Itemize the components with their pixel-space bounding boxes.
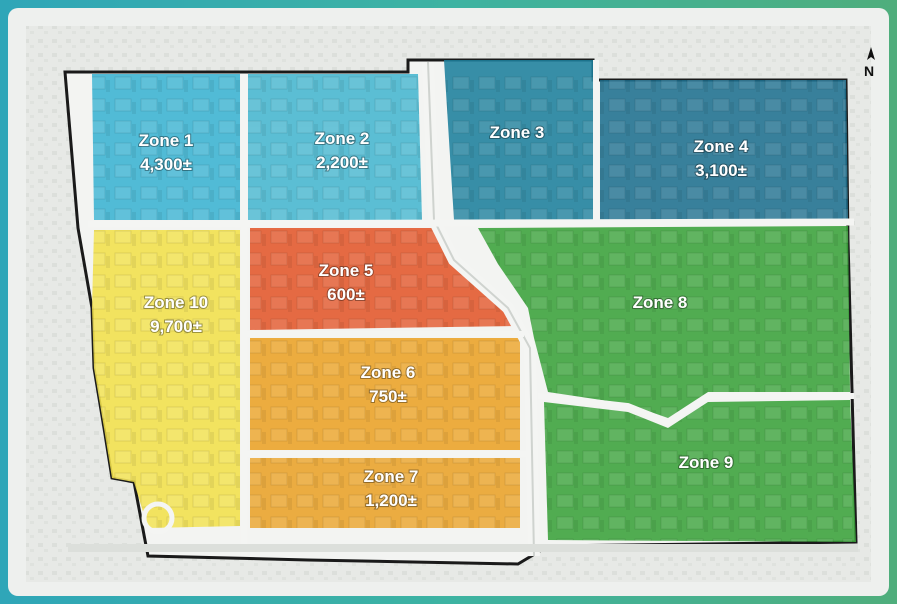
- zone-5-value: 600±: [327, 285, 365, 304]
- curved-road: [537, 393, 854, 426]
- zone-6-value: 750±: [369, 387, 407, 406]
- zone-3-name: Zone 3: [490, 123, 545, 142]
- zone-1-value: 4,300±: [140, 155, 192, 174]
- zone-4-value: 3,100±: [695, 161, 747, 180]
- zone-map: N Zone 1 4,300± Zone 2 2,200± Zone 3 Zon…: [26, 26, 875, 582]
- zone-7-name: Zone 7: [364, 467, 419, 486]
- zone-1-name: Zone 1: [139, 131, 194, 150]
- block-texture: [92, 74, 852, 542]
- roads: [68, 60, 858, 557]
- north-arrow: N: [864, 47, 875, 79]
- zone-6-name: Zone 6: [361, 363, 416, 382]
- zone-4-name: Zone 4: [694, 137, 749, 156]
- zone-9-name: Zone 9: [679, 453, 734, 472]
- zone-2-name: Zone 2: [315, 129, 370, 148]
- zone-5-name: Zone 5: [319, 261, 374, 280]
- north-label: N: [864, 63, 874, 79]
- map-frame: N Zone 1 4,300± Zone 2 2,200± Zone 3 Zon…: [8, 8, 889, 596]
- zone-2-value: 2,200±: [316, 153, 368, 172]
- zone-7-value: 1,200±: [365, 491, 417, 510]
- east-west-road: [87, 218, 855, 228]
- roundabout: [141, 501, 175, 535]
- zone-8-name: Zone 8: [633, 293, 688, 312]
- zone-10-value: 9,700±: [150, 317, 202, 336]
- north-arrow-icon: [867, 47, 875, 60]
- zone-10-name: Zone 10: [144, 293, 208, 312]
